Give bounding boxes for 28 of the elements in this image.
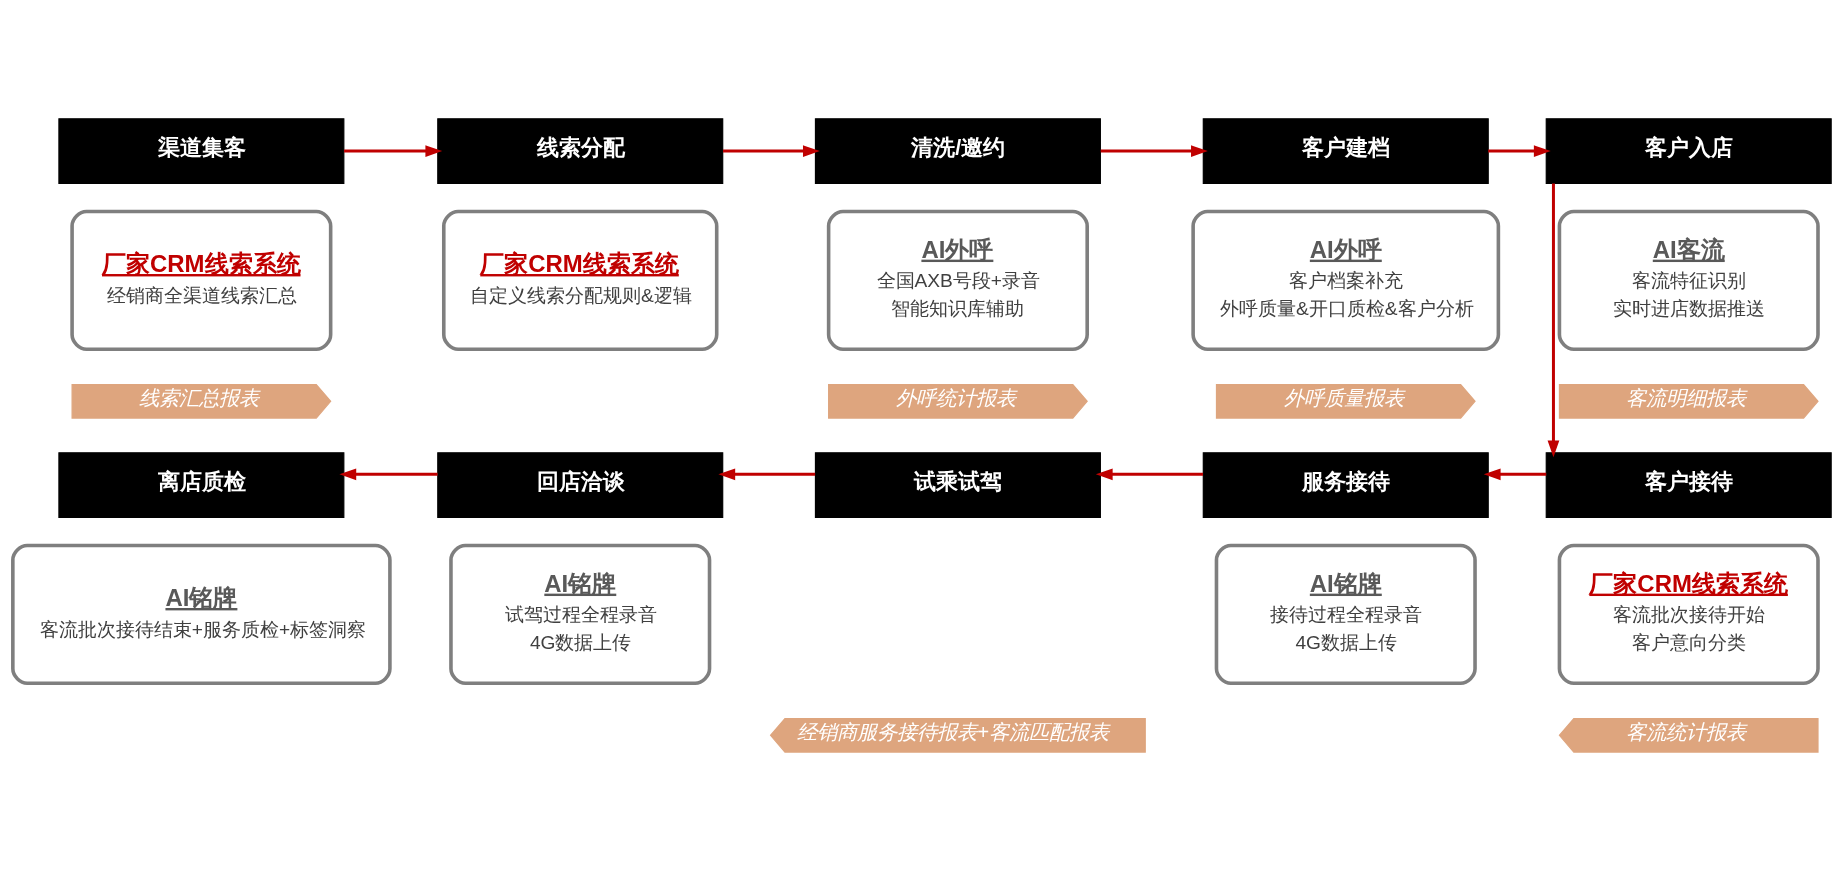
arrow — [718, 468, 816, 481]
node-box: 服务接待 — [1202, 452, 1489, 518]
node-box: 厂家CRM线索系统 经销商全渠道线索汇总 — [70, 209, 333, 351]
node-box: 清洗/邀约 — [814, 118, 1101, 185]
node-box: 厂家CRM线索系统 客流批次接待开始 客户意向分类 — [1557, 543, 1820, 685]
arrow — [723, 145, 820, 157]
node-box: 试乘试驾 — [814, 452, 1101, 518]
arrow — [1100, 145, 1208, 157]
arrow — [339, 468, 438, 481]
node-box: 渠道集客 — [58, 118, 345, 185]
node-box: 厂家CRM线索系统 自定义线索分配规则&逻辑 — [442, 209, 719, 351]
arrow — [344, 145, 443, 157]
node-box: AI铭牌 试驾过程全程录音 4G数据上传 — [449, 543, 712, 685]
arrow — [1483, 468, 1547, 481]
arrow — [1547, 183, 1560, 458]
node-box: AI外呼 全国AXB号段+录音 智能知识库辅助 — [826, 209, 1089, 351]
node-box: 客户接待 — [1545, 452, 1832, 518]
arrow — [1095, 468, 1203, 481]
arrow — [1488, 145, 1551, 157]
node-box: 线索分配 — [437, 118, 724, 185]
node-box: AI铭牌 客流批次接待结束+服务质检+标签洞察 — [11, 543, 392, 685]
node-box: AI外呼 客户档案补充 外呼质量&开口质检&客户分析 — [1191, 209, 1501, 351]
node-box: AI客流 客流特征识别 实时进店数据推送 — [1557, 209, 1820, 351]
node-box: 离店质检 — [58, 452, 345, 518]
node-box: AI铭牌 接待过程全程录音 4G数据上传 — [1214, 543, 1477, 685]
node-box: 客户建档 — [1202, 118, 1489, 185]
node-box: 回店洽谈 — [437, 452, 724, 518]
node-box: 客户入店 — [1545, 118, 1832, 185]
